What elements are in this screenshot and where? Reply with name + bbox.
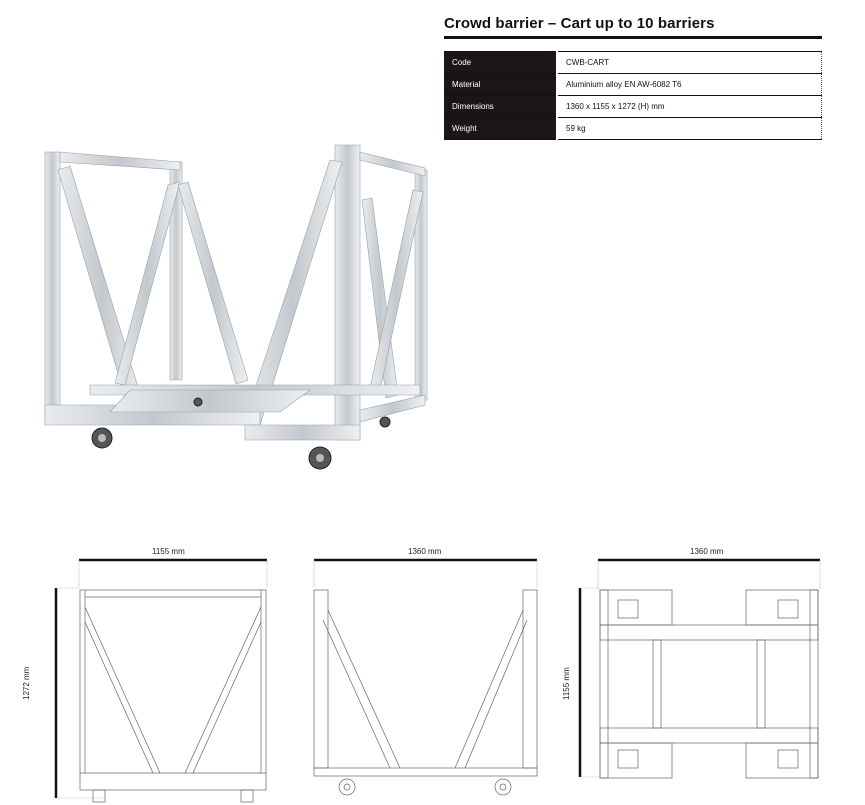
- spec-label: Material: [444, 73, 558, 96]
- front-view-drawing: [54, 558, 268, 803]
- spec-label: Code: [444, 51, 558, 74]
- side-view-drawing: [313, 558, 538, 796]
- spec-value: Aluminium alloy EN AW-6082 T6: [557, 73, 822, 96]
- product-title: Crowd barrier – Cart up to 10 barriers: [444, 15, 715, 32]
- top-view-drawing: [578, 558, 821, 779]
- front-width-label: 1155 mm: [152, 547, 185, 556]
- spec-value: CWB-CART: [557, 51, 822, 74]
- top-width-label: 1360 mm: [690, 547, 724, 556]
- product-photo: [44, 144, 428, 470]
- spec-value: 1360 x 1155 x 1272 (H) mm: [557, 95, 822, 118]
- front-height-label: 1272 mm: [22, 666, 31, 700]
- spec-value: 59 kg: [557, 117, 822, 140]
- side-width-label: 1360 mm: [408, 547, 442, 556]
- spec-label: Dimensions: [444, 95, 558, 118]
- title-rule: [444, 36, 822, 39]
- spec-label: Weight: [444, 117, 558, 140]
